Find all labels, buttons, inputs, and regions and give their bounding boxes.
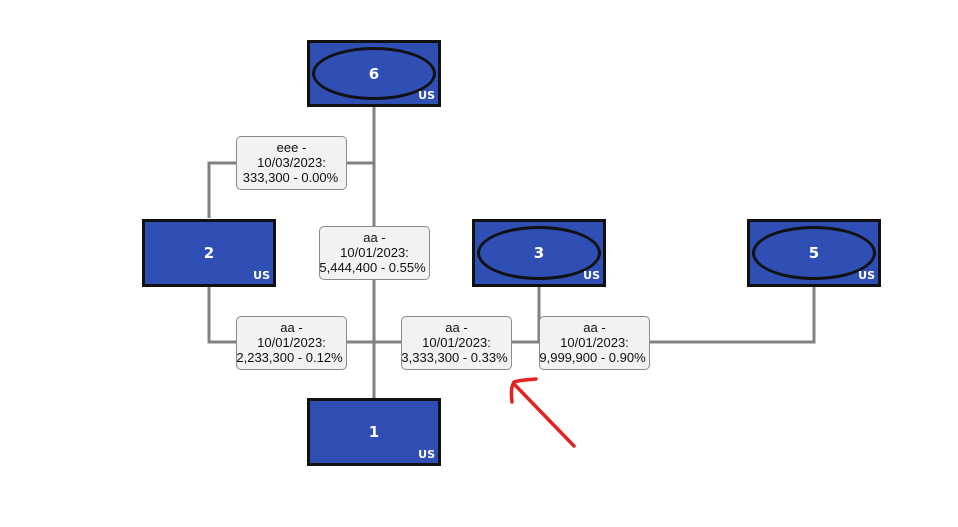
node-6-label: 6	[368, 64, 380, 83]
edge-label-3-1[interactable]: aa - 10/01/2023: 3,333,300 - 0.33%	[401, 316, 512, 370]
edge-label-3-1-date: 10/01/2023:	[422, 335, 491, 350]
edge-label-2-1[interactable]: aa - 10/01/2023: 2,233,300 - 0.12%	[236, 316, 347, 370]
node-3[interactable]: 3 US	[472, 219, 606, 287]
edge-label-5-1-name: aa -	[583, 320, 606, 335]
edge-label-1-6-name: aa -	[363, 230, 386, 245]
edge-label-1-6-date: 10/01/2023:	[340, 245, 409, 260]
node-6-ellipse	[312, 47, 436, 100]
red-arrow-icon	[509, 377, 576, 448]
edge-label-2-6[interactable]: eee - 10/03/2023: 333,300 - 0.00%	[236, 136, 347, 190]
edge-label-2-6-name: eee -	[276, 140, 307, 155]
edge-label-5-1[interactable]: aa - 10/01/2023: 9,999,900 - 0.90%	[539, 316, 650, 370]
node-1-label: 1	[368, 423, 380, 441]
node-5-ellipse	[752, 226, 876, 280]
edge-label-2-1-date: 10/01/2023:	[257, 335, 326, 350]
node-1[interactable]: 1 US	[307, 398, 441, 466]
edge-label-1-6-value: 5,444,400 - 0.55%	[319, 260, 426, 275]
node-3-label: 3	[533, 244, 545, 262]
node-2-country: US	[253, 269, 270, 282]
edge-label-5-1-date: 10/01/2023:	[560, 335, 629, 350]
node-5[interactable]: 5 US	[747, 219, 881, 287]
edge-label-2-6-value: 333,300 - 0.00%	[242, 170, 339, 185]
node-6-country: US	[418, 89, 435, 102]
node-1-country: US	[418, 448, 435, 461]
node-3-country: US	[583, 269, 600, 282]
node-3-ellipse	[477, 226, 601, 280]
edge-label-2-1-name: aa -	[280, 320, 303, 335]
edge-label-2-6-date: 10/03/2023:	[257, 155, 326, 170]
node-5-country: US	[858, 269, 875, 282]
node-5-label: 5	[808, 244, 820, 262]
edge-label-2-1-value: 2,233,300 - 0.12%	[236, 350, 343, 365]
edge-label-5-1-value: 9,999,900 - 0.90%	[539, 350, 646, 365]
node-6[interactable]: 6 US	[307, 40, 441, 107]
node-2[interactable]: 2 US	[142, 219, 276, 287]
edge-label-3-1-value: 3,333,300 - 0.33%	[401, 350, 508, 365]
node-2-label: 2	[203, 244, 215, 262]
edge-label-1-6[interactable]: aa - 10/01/2023: 5,444,400 - 0.55%	[319, 226, 430, 280]
edge-5-1-line	[374, 286, 816, 344]
edge-label-3-1-name: aa -	[445, 320, 468, 335]
